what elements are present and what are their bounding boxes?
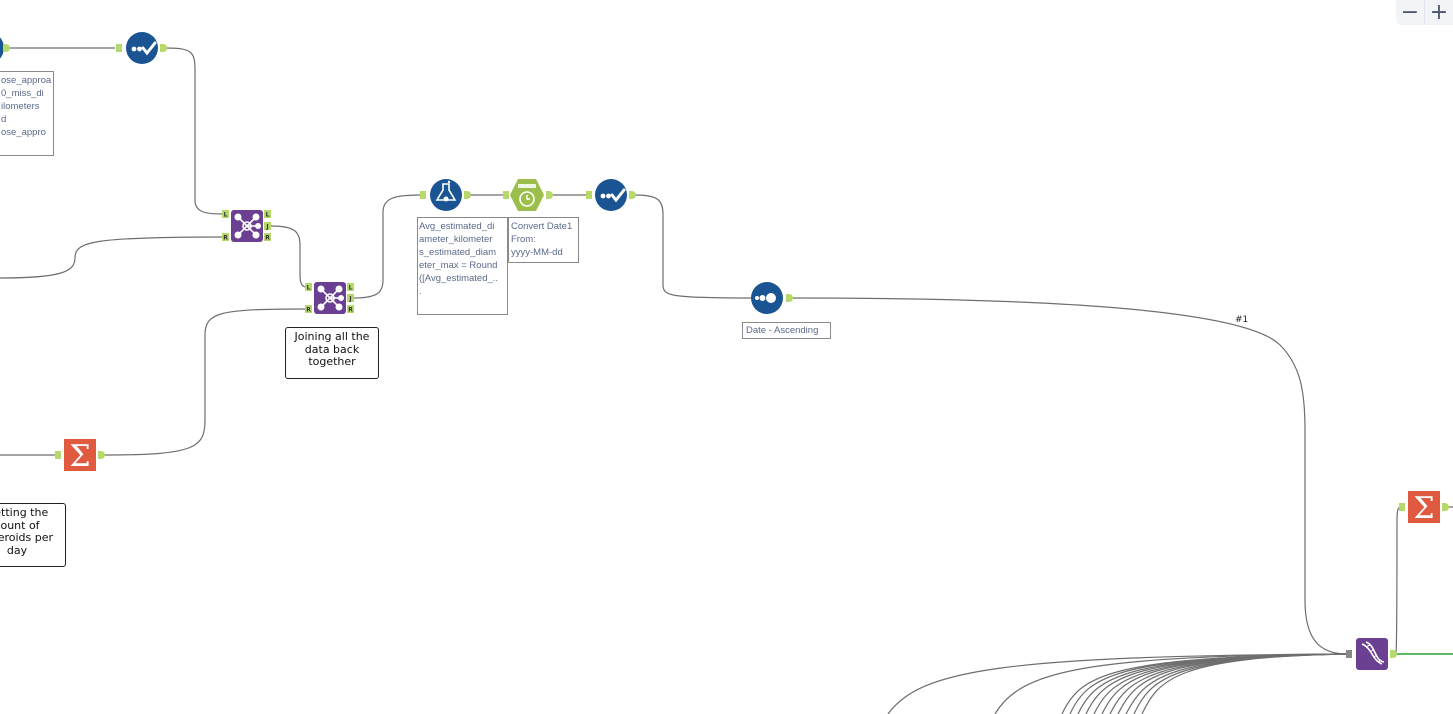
join-tool-2[interactable]: L R L J R [305, 281, 354, 315]
connection[interactable] [634, 194, 753, 299]
union-tool[interactable] [1346, 638, 1397, 670]
anchor-label: L [307, 285, 311, 292]
anchor-label: R [306, 307, 311, 314]
dna-icon [1356, 638, 1388, 670]
zoom-controls: − + [1396, 0, 1453, 25]
zoom-out-button[interactable]: − [1400, 0, 1420, 25]
connection[interactable] [1395, 506, 1402, 655]
sort-tool[interactable] [751, 282, 793, 314]
comment-join[interactable]: Joining all the data back together [285, 327, 379, 379]
anchor-label: L [349, 285, 353, 292]
anchor-label: L [224, 212, 228, 219]
anchor-label: L [266, 212, 270, 219]
connection[interactable] [353, 194, 421, 299]
clock-icon [510, 179, 544, 211]
connection[interactable] [791, 297, 1348, 655]
datetime-tool[interactable] [503, 179, 553, 211]
annotation-sort: Date - Ascending [742, 322, 831, 339]
annotation-datetime: Convert Date1 From: yyyy-MM-dd [508, 217, 579, 263]
connection[interactable] [103, 308, 307, 456]
anchor-label: J [265, 224, 268, 231]
connection[interactable] [270, 225, 307, 288]
annotation-formula: Avg_estimated_di ameter_kilometer s_esti… [417, 217, 508, 315]
anchor-label: J [348, 296, 351, 303]
join-icon [230, 209, 264, 243]
select-check-icon [593, 177, 629, 213]
flask-icon [430, 179, 462, 211]
anchor-label: R [348, 307, 353, 314]
select-tool-1[interactable] [116, 30, 167, 66]
select-check-icon [124, 30, 160, 66]
anchor-label: R [265, 235, 270, 242]
zoom-in-button[interactable]: + [1424, 0, 1453, 25]
connection[interactable] [165, 47, 223, 215]
summarize-tool-1[interactable] [55, 439, 105, 474]
select-tool-2[interactable] [586, 177, 636, 213]
anchor-label: R [223, 235, 228, 242]
connection-label: #1 [1235, 315, 1249, 325]
comment-count[interactable]: Getting the count of asteroids per day [0, 503, 66, 567]
annotation-select: ose_approa 0_miss_di ilometers d ose_app… [0, 71, 54, 156]
join-icon [313, 281, 347, 315]
connection[interactable] [0, 236, 223, 279]
summarize-tool-2[interactable] [1399, 491, 1449, 526]
formula-tool[interactable] [420, 179, 471, 211]
sigma-icon [64, 439, 96, 474]
connections [0, 47, 1453, 714]
sort-icon [751, 282, 783, 314]
join-tool-1[interactable]: L R L J R [222, 209, 271, 243]
partial-tool[interactable] [0, 32, 10, 64]
sigma-icon [1408, 491, 1440, 526]
